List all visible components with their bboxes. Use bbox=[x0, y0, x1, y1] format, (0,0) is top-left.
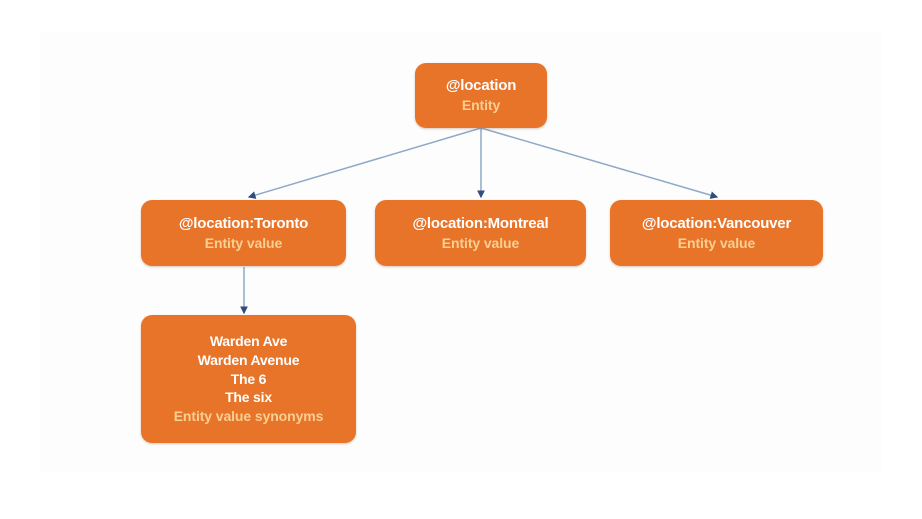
node-entity-value-synonyms[interactable]: Warden Ave Warden Avenue The 6 The six E… bbox=[141, 315, 356, 443]
node-subtitle: Entity value bbox=[441, 234, 520, 251]
synonym-line: Warden Ave bbox=[209, 333, 288, 350]
node-title: @location bbox=[445, 77, 517, 95]
node-entity-value-toronto[interactable]: @location:Toronto Entity value bbox=[141, 200, 346, 266]
node-subtitle: Entity value bbox=[204, 234, 283, 251]
node-subtitle: Entity bbox=[461, 97, 501, 114]
synonym-line: The six bbox=[225, 389, 272, 406]
node-entity-value-montreal[interactable]: @location:Montreal Entity value bbox=[375, 200, 586, 266]
node-title: @location:Montreal bbox=[412, 214, 549, 232]
synonym-line: The 6 bbox=[230, 370, 267, 387]
synonym-line: Warden Avenue bbox=[197, 351, 300, 368]
node-title: @location:Vancouver bbox=[641, 214, 792, 232]
node-title: @location:Toronto bbox=[178, 214, 309, 232]
node-subtitle: Entity value synonyms bbox=[173, 408, 324, 425]
node-entity-location[interactable]: @location Entity bbox=[415, 63, 547, 128]
node-subtitle: Entity value bbox=[677, 234, 756, 251]
node-entity-value-vancouver[interactable]: @location:Vancouver Entity value bbox=[610, 200, 823, 266]
